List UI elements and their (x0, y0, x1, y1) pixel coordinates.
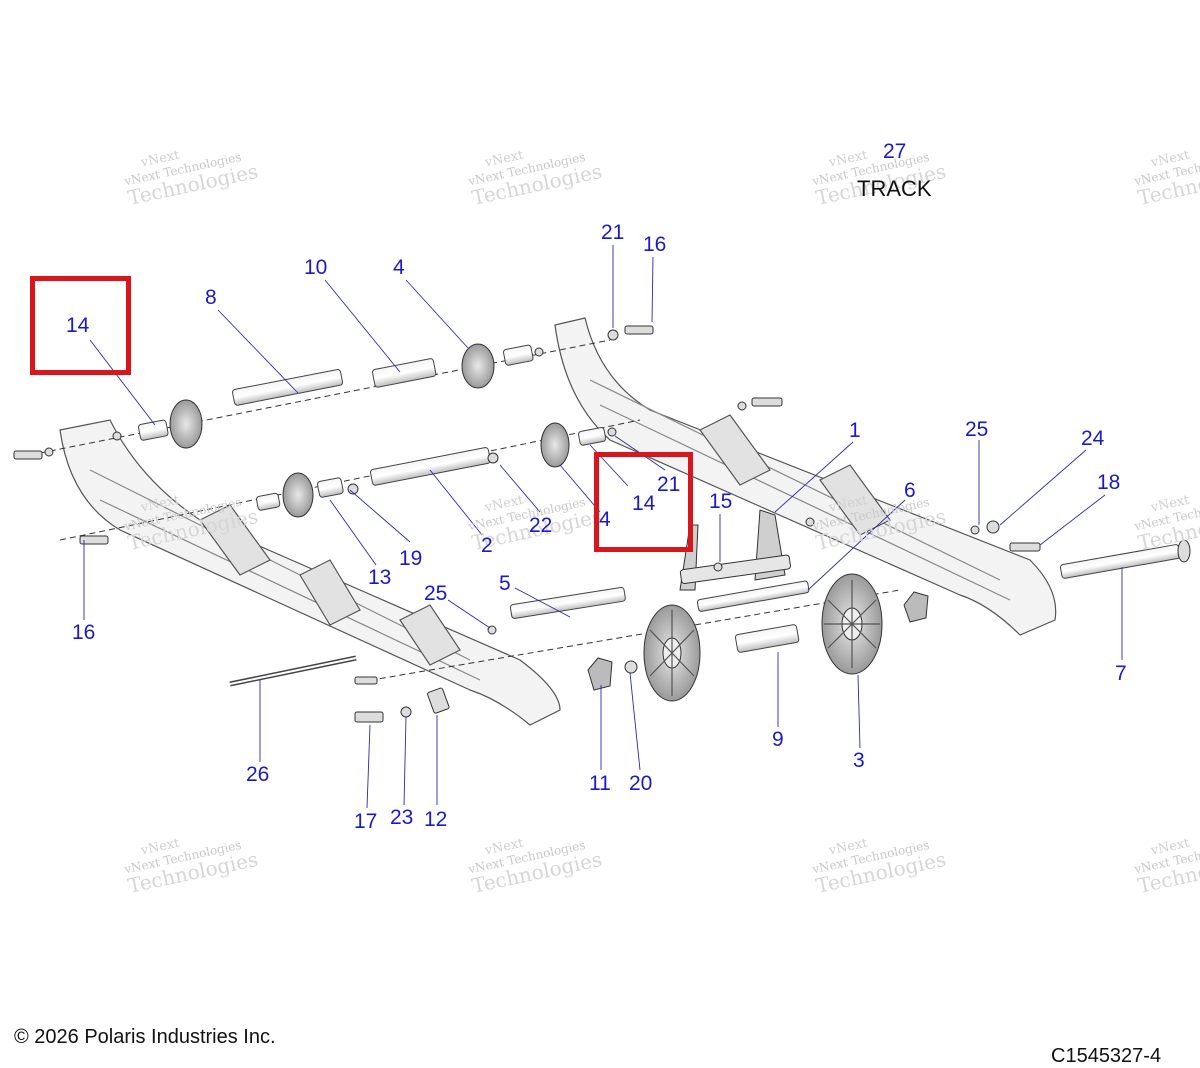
callout-21[interactable]: 21 (601, 221, 625, 244)
callout-25[interactable]: 25 (965, 418, 989, 441)
callout-13[interactable]: 13 (368, 566, 392, 589)
spacer-14-right (578, 427, 607, 446)
spacer-upper (503, 344, 534, 366)
callout-22[interactable]: 22 (529, 514, 553, 537)
callout-26[interactable]: 26 (246, 763, 270, 786)
callout-18[interactable]: 18 (1097, 471, 1121, 494)
callout-4[interactable]: 4 (393, 256, 405, 279)
highlight-box-right (594, 452, 693, 552)
callout-19[interactable]: 19 (399, 547, 423, 570)
wheel-3 (821, 573, 883, 675)
shaft-10 (372, 358, 437, 388)
callout-25[interactable]: 25 (424, 582, 448, 605)
leader-lines (83, 245, 1123, 809)
callout-21[interactable]: 21 (657, 473, 681, 496)
callout-10[interactable]: 10 (304, 256, 328, 279)
callout-3[interactable]: 3 (853, 749, 865, 772)
track-label: TRACK (857, 176, 932, 201)
callout-23[interactable]: 23 (390, 806, 414, 829)
callout-9[interactable]: 9 (772, 728, 784, 751)
shaft-8 (232, 369, 344, 406)
shaft-5 (509, 586, 626, 619)
callout-14[interactable]: 14 (66, 314, 90, 337)
highlight-box-left (30, 276, 131, 375)
spacer-left-lower (256, 492, 281, 511)
callout-1[interactable]: 1 (849, 419, 861, 442)
wheel-lower-left (643, 604, 701, 702)
bracket-1 (679, 509, 791, 591)
wheel-left-upper (169, 399, 203, 449)
spacer-14-left (138, 419, 169, 441)
callout-16[interactable]: 16 (72, 621, 96, 644)
callout-16[interactable]: 16 (643, 233, 667, 256)
copyright-text: © 2026 Polaris Industries Inc. (14, 1026, 276, 1048)
callout-24[interactable]: 24 (1081, 427, 1105, 450)
hardware (13, 325, 1041, 723)
spacer-lower (317, 477, 344, 498)
callout-4[interactable]: 4 (599, 508, 611, 531)
callout-12[interactable]: 12 (424, 808, 448, 831)
callout-20[interactable]: 20 (629, 772, 653, 795)
callout-14[interactable]: 14 (632, 492, 656, 515)
shaft-2 (370, 447, 491, 486)
shaft-6 (696, 580, 810, 612)
diagram-id: C1545327-4 (1051, 1045, 1162, 1067)
shaft-9 (734, 624, 800, 653)
callout-27[interactable]: 27 (883, 140, 907, 163)
callout-6[interactable]: 6 (904, 479, 916, 502)
left-rail (59, 419, 561, 726)
callout-7[interactable]: 7 (1115, 662, 1127, 685)
callout-2[interactable]: 2 (481, 534, 493, 557)
callout-17[interactable]: 17 (354, 810, 378, 833)
callout-5[interactable]: 5 (499, 572, 511, 595)
wheel-4-lower (540, 422, 570, 468)
right-rail (554, 317, 1057, 636)
callout-15[interactable]: 15 (709, 490, 733, 513)
wheel-4-upper (461, 343, 495, 389)
callout-11[interactable]: 11 (589, 772, 611, 795)
cap-11 (587, 657, 613, 691)
wheel-13 (282, 472, 314, 518)
cap-right (903, 591, 929, 623)
callout-8[interactable]: 8 (205, 286, 217, 309)
